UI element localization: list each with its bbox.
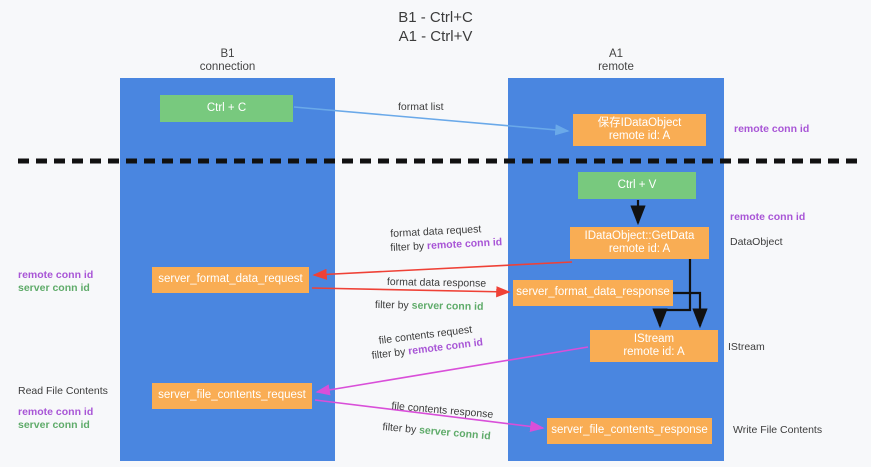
node-save-dataobject-line2: remote id: A: [608, 130, 671, 142]
node-server-format-data-request-label: server_format_data_request: [158, 273, 303, 286]
node-save-dataobject-line1: 保存IDataObject: [597, 116, 682, 129]
side-label-read-file-contents: Read File Contents: [18, 385, 108, 399]
lane-header-a1-subtitle: remote: [598, 61, 634, 73]
filter-key-server-conn-id-1: server conn id: [411, 299, 484, 313]
side-label-left-remote-conn-id-1-text: remote conn id: [18, 269, 94, 281]
side-label-left-server-conn-id-2: server conn id: [18, 419, 90, 433]
lane-header-a1: A1 remote: [508, 48, 724, 74]
filter-key-remote-conn-id-1: remote conn id: [426, 236, 503, 253]
node-getdata-line1: IDataObject::GetData: [584, 229, 695, 242]
side-label-left-remote-conn-id-2-text: remote conn id: [18, 406, 94, 418]
node-server-file-contents-request[interactable]: server_file_contents_request: [152, 383, 312, 409]
edge-label-file-contents-response: file contents response: [391, 400, 494, 422]
side-label-left-server-conn-id-1: server conn id: [18, 282, 90, 296]
node-ctrl-v-label: Ctrl + V: [617, 178, 657, 191]
node-ctrl-c[interactable]: Ctrl + C: [160, 95, 293, 122]
filter-key-server-conn-id-2: server conn id: [418, 424, 492, 443]
lane-header-b1-subtitle: connection: [199, 61, 256, 73]
title-line-2: A1 - Ctrl+V: [398, 28, 473, 45]
edge-label-filter-server-conn-id-1: filter by server conn id: [375, 299, 484, 314]
node-istream-line2: remote id: A: [623, 346, 685, 358]
node-server-format-data-request[interactable]: server_format_data_request: [152, 267, 309, 293]
diagram-title: B1 - Ctrl+C A1 - Ctrl+V: [0, 8, 871, 46]
node-istream-line1: IStream: [633, 332, 675, 345]
side-label-left-server-conn-id-2-text: server conn id: [18, 419, 90, 431]
filter-prefix-2: filter by: [374, 299, 412, 312]
node-ctrl-v[interactable]: Ctrl + V: [578, 172, 696, 199]
side-label-right-remote-conn-id-1: remote conn id: [734, 123, 809, 137]
filter-prefix-1: filter by: [390, 240, 428, 254]
node-save-dataobject[interactable]: 保存IDataObject remote id: A: [573, 114, 706, 146]
side-label-left-remote-conn-id-2: remote conn id: [18, 406, 93, 420]
side-label-write-file-contents-text: Write File Contents: [733, 424, 823, 436]
side-label-left-remote-conn-id-1: remote conn id: [18, 269, 93, 283]
node-getdata-line2: remote id: A: [608, 243, 671, 255]
edge-label-format-data-response-text: format data response: [386, 276, 487, 290]
side-label-istream: IStream: [728, 341, 765, 355]
side-label-dataobject-text: DataObject: [730, 236, 783, 248]
node-getdata[interactable]: IDataObject::GetData remote id: A: [570, 227, 709, 259]
edge-label-file-contents-response-text: file contents response: [390, 400, 494, 421]
lane-header-b1: B1 connection: [120, 48, 335, 74]
edge-label-format-list-text: format list: [398, 101, 444, 113]
node-ctrl-c-label: Ctrl + C: [206, 101, 247, 114]
filter-prefix-3: filter by: [371, 345, 409, 362]
edge-label-format-data-response: format data response: [387, 276, 486, 291]
lane-header-a1-title: A1: [608, 48, 624, 60]
title-line-1: B1 - Ctrl+C: [398, 9, 473, 26]
edge-label-filter-server-conn-id-2: filter by server conn id: [382, 421, 491, 443]
lane-header-b1-title: B1: [220, 48, 235, 60]
edge-label-format-list: format list: [398, 101, 444, 114]
side-label-dataobject: DataObject: [730, 236, 783, 250]
node-server-file-contents-response-label: server_file_contents_response: [551, 424, 708, 437]
node-server-file-contents-response[interactable]: server_file_contents_response: [547, 418, 712, 444]
side-label-istream-text: IStream: [728, 341, 765, 353]
node-server-format-data-response[interactable]: server_format_data_response: [513, 280, 673, 306]
side-label-right-remote-conn-id-2: remote conn id: [730, 211, 805, 225]
node-server-format-data-response-label: server_format_data_response: [516, 286, 670, 299]
filter-prefix-4: filter by: [381, 421, 420, 437]
side-label-left-server-conn-id-1-text: server conn id: [18, 282, 90, 294]
node-istream[interactable]: IStream remote id: A: [590, 330, 718, 362]
side-label-right-remote-conn-id-1-text: remote conn id: [734, 123, 810, 135]
side-label-write-file-contents: Write File Contents: [733, 424, 822, 438]
side-label-right-remote-conn-id-2-text: remote conn id: [730, 211, 806, 223]
side-label-read-file-contents-text: Read File Contents: [18, 385, 108, 397]
node-server-file-contents-request-label: server_file_contents_request: [158, 389, 306, 402]
